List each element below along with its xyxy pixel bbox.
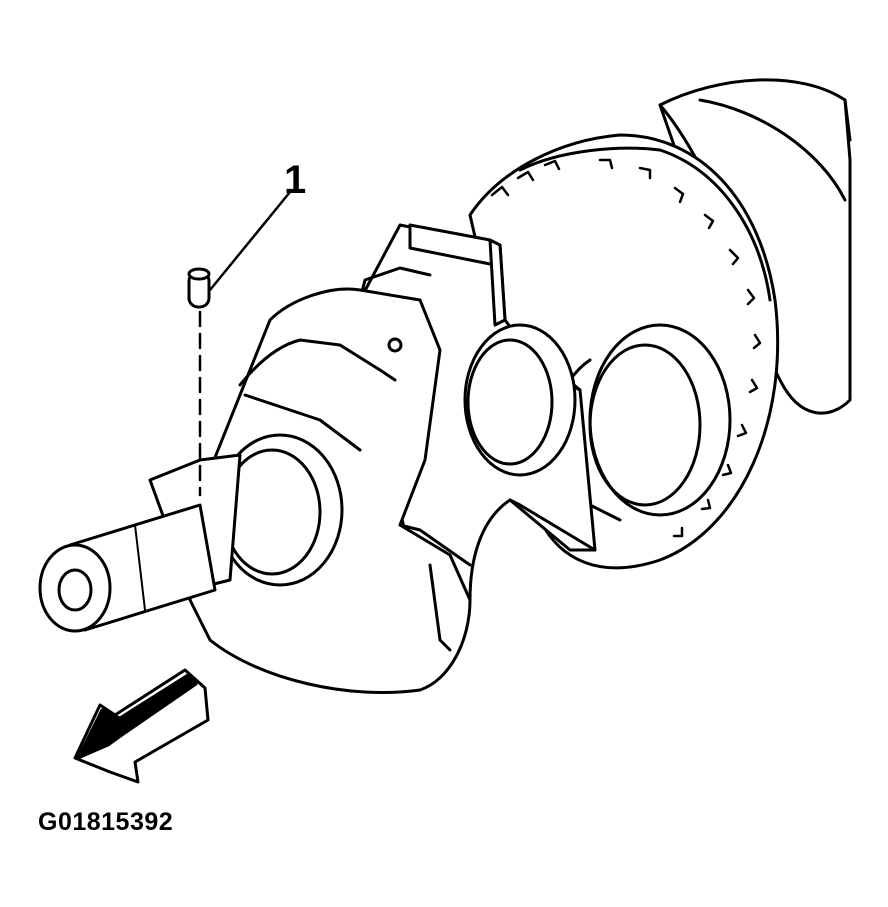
middle-rod-journal: [463, 323, 577, 477]
callout-number: 1: [284, 158, 307, 202]
figure-id: G01815392: [38, 808, 174, 836]
callout-leader-line: [208, 190, 292, 292]
dowel-pin: [187, 267, 211, 309]
crankshaft-snout: [38, 503, 217, 633]
rear-main-journal: [550, 323, 732, 522]
front-direction-arrow: [73, 668, 210, 784]
